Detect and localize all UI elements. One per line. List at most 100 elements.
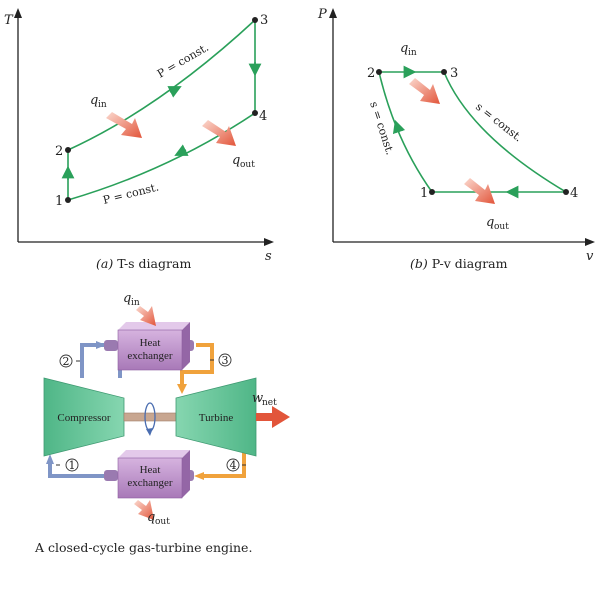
pv-label-s-const-right: s = const.: [473, 100, 525, 144]
hx-top-label-1: Heat: [140, 337, 161, 349]
pv-diagram: P v 2 3 4 1 s = const. s = const. q in q…: [317, 7, 595, 271]
compressor: [43, 377, 125, 457]
ts-q-out-sub: out: [240, 160, 255, 170]
ts-state-point-3: [252, 17, 258, 23]
ts-diagram: T s 1 2 3 4 P = const. P = const. q in q…: [4, 8, 274, 271]
hx-top-label-2: exchanger: [127, 350, 173, 362]
pv-state-point-3: [441, 69, 447, 75]
pv-q-out-label: q: [486, 215, 494, 230]
ts-process-2-3: [67, 19, 256, 151]
pipe-state-4-arrow-icon: [194, 472, 204, 480]
state-marker-1: [65, 458, 79, 472]
ts-axis-label-x: s: [265, 249, 272, 264]
pv-x-axis-arrow-icon: [585, 238, 595, 246]
pv-axis-label-y: P: [317, 7, 327, 22]
pipe-state-2-arrow-icon: [96, 341, 106, 349]
pipe-state-1-arrow-icon: [46, 454, 54, 464]
turbine: [175, 377, 257, 457]
ts-y-axis-arrow-icon: [14, 8, 22, 18]
pv-caption: (b) P-v diagram: [410, 256, 508, 271]
ts-label-p-const-top: P = const.: [155, 41, 211, 81]
engine-q-out-sub: out: [155, 517, 170, 527]
ts-arrow-2-3-icon: [167, 86, 182, 98]
ts-arrow-4-1-icon: [174, 144, 189, 156]
pv-process-3-4: [443, 71, 567, 193]
shaft: [123, 412, 177, 422]
hx-bottom-label-1: Heat: [140, 464, 161, 476]
pv-caption-part: (b): [410, 256, 428, 271]
ts-state-label-3: 3: [260, 13, 268, 28]
pv-q-out-arrow-icon: [464, 178, 495, 204]
ts-q-out-label: q: [232, 153, 240, 168]
ts-axis-label-y: T: [4, 13, 14, 28]
hx-top-box: [117, 329, 183, 371]
pv-caption-text: P-v diagram: [432, 256, 508, 271]
pv-process-1-2: [378, 71, 433, 193]
pv-state-point-1: [429, 189, 435, 195]
ts-process-4-1: [67, 112, 256, 201]
engine-schematic: Heat exchanger Heat exchanger Compressor…: [43, 291, 290, 527]
ts-state-point-4: [252, 110, 258, 116]
pv-q-out-sub: out: [494, 222, 509, 232]
pv-state-label-3: 3: [450, 66, 458, 81]
pv-state-label-4: 4: [570, 186, 578, 201]
w-net-sub: net: [262, 398, 277, 408]
pipe-state-3-arrow-icon: [177, 384, 187, 394]
pv-q-in-sub: in: [408, 48, 417, 58]
hx-top-face-side: [182, 322, 190, 370]
ts-q-in-sub: in: [98, 100, 107, 110]
q-in-arrow-icon: [136, 306, 156, 326]
ts-state-label-4: 4: [259, 109, 267, 124]
hx-bottom-label-2: exchanger: [127, 477, 173, 489]
state-marker-2: [59, 354, 73, 368]
w-net-arrow-icon: [256, 406, 290, 428]
compressor-label: Compressor: [57, 412, 111, 424]
hx-top-left-nozzle: [104, 340, 118, 351]
pv-arrow-1-2-icon: [392, 119, 406, 135]
q-out-arrow-icon: [134, 500, 154, 520]
w-net-label: w: [252, 391, 263, 406]
pv-q-in-arrow-icon: [409, 78, 440, 104]
ts-x-axis-arrow-icon: [264, 238, 274, 246]
pv-axis-label-x: v: [586, 249, 594, 264]
ts-caption-part: (a): [96, 256, 113, 271]
pipe-state-1: [48, 460, 104, 478]
pv-y-axis-arrow-icon: [329, 8, 337, 18]
ts-state-point-1: [65, 197, 71, 203]
pv-q-in-label: q: [400, 41, 408, 56]
hx-top-face-top: [118, 322, 190, 330]
state-marker-3-label: 3: [222, 354, 229, 367]
figure-caption: A closed-cycle gas-turbine engine.: [34, 540, 252, 555]
hx-bottom-box: [117, 457, 183, 499]
pv-state-point-4: [563, 189, 569, 195]
state-marker-4-label: 4: [230, 459, 237, 472]
shaft-rotation-arrow-icon: [146, 428, 153, 436]
pipe-state-2: [80, 343, 104, 378]
state-marker-2-label: 2: [63, 355, 70, 368]
engine-q-in-label: q: [123, 291, 131, 306]
engine-q-out-label: q: [147, 510, 155, 525]
pv-label-s-const-left: s = const.: [367, 100, 396, 157]
pv-state-label-1: 1: [420, 186, 428, 201]
ts-q-in-arrow-icon: [106, 112, 142, 138]
pv-state-point-2: [376, 69, 382, 75]
state-marker-1-label: 1: [69, 459, 76, 472]
engine-q-in-sub: in: [131, 298, 140, 308]
hx-bottom-face-top: [118, 450, 190, 458]
ts-q-out-arrow-icon: [202, 120, 236, 146]
state-marker-3: [218, 353, 232, 367]
ts-state-point-2: [65, 147, 71, 153]
pipe-state-3: [180, 343, 214, 388]
state-marker-4: [226, 458, 240, 472]
ts-state-label-2: 2: [55, 144, 63, 159]
hx-bottom-left-nozzle: [104, 470, 118, 481]
hx-bottom-face-side: [182, 450, 190, 498]
ts-q-in-label: q: [90, 93, 98, 108]
ts-state-label-1: 1: [55, 194, 63, 209]
pv-state-label-2: 2: [367, 66, 375, 81]
ts-label-p-const-bottom: P = const.: [102, 180, 160, 206]
turbine-label: Turbine: [199, 412, 234, 424]
ts-caption-text: T-s diagram: [117, 256, 191, 271]
ts-caption: (a) T-s diagram: [96, 256, 191, 271]
